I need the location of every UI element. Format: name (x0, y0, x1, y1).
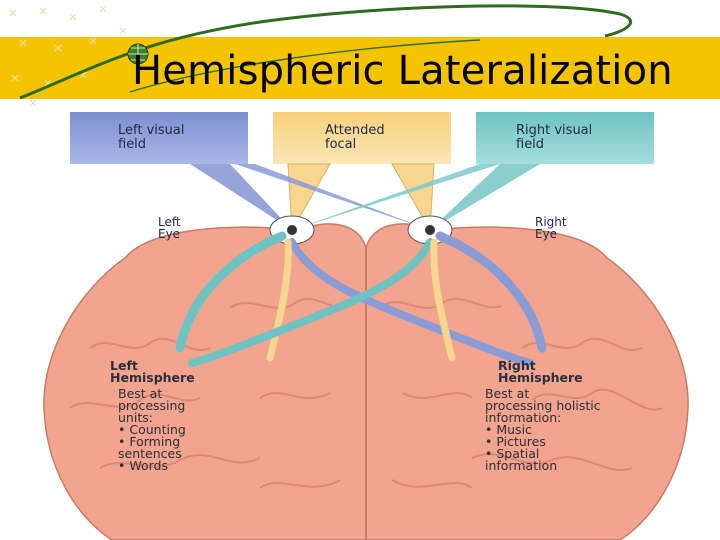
right-field-label-1: Right visual (516, 123, 592, 138)
left-ray-right-eye (235, 164, 430, 230)
globe-icon (127, 43, 149, 65)
right-visual-field-box (476, 112, 654, 164)
decorative-corner-pattern (9, 5, 127, 107)
right-hemisphere-intro-2: processing holistic (485, 398, 601, 413)
right-field-label-2: field (516, 137, 544, 152)
optic-pathways (175, 231, 547, 367)
left-field-label-2: field (118, 137, 146, 152)
center-field-label-2: focal (325, 137, 356, 152)
attended-focal-box (273, 112, 451, 164)
left-hemisphere-intro-1: Best at (118, 386, 162, 401)
right-hemisphere-text: Right Hemisphere Best at processing holi… (485, 358, 601, 473)
left-visual-field-box (70, 112, 248, 164)
right-ray-left-eye (292, 164, 500, 230)
right-hemisphere-item-1: • Music (485, 422, 532, 437)
hemispheric-diagram: Left visual field Attended focal Right v… (43, 112, 689, 540)
left-ray-left-eye (190, 164, 292, 230)
left-hemisphere-item-4: • Words (118, 458, 168, 473)
left-hemisphere-heading-2: Hemisphere (110, 370, 195, 385)
left-hemisphere-item-1: • Counting (118, 422, 186, 437)
left-hemisphere-text: Left Hemisphere Best at processing units… (110, 358, 195, 473)
right-hemisphere-heading-1: Right (498, 358, 536, 373)
left-hemisphere-heading-1: Left (110, 358, 138, 373)
left-eye-label-1: Left (158, 215, 181, 229)
left-hemisphere-intro-3: units: (118, 410, 153, 425)
left-hemisphere-item-2: • Forming (118, 434, 180, 449)
right-eye-label-2: Eye (535, 227, 557, 241)
right-eye-label-1: Right (535, 215, 567, 229)
center-ray-right (391, 163, 435, 232)
left-hemisphere-intro-2: processing (118, 398, 185, 413)
right-hemisphere-heading-2: Hemisphere (498, 370, 583, 385)
right-hemisphere-intro-1: Best at (485, 386, 529, 401)
right-hemisphere-item-3: • Spatial (485, 446, 539, 461)
slide-title: Hemispheric Lateralization (132, 48, 673, 94)
left-field-label-1: Left visual (118, 123, 185, 138)
center-field-label-1: Attended (325, 123, 385, 138)
header-curve-line (19, 4, 633, 100)
brain-folds (69, 297, 663, 489)
title-band (0, 37, 720, 99)
right-ray-right-eye (430, 164, 540, 230)
left-hemisphere-item-3: sentences (118, 446, 182, 461)
right-hemisphere-item-2: • Pictures (485, 434, 546, 449)
right-hemisphere-item-4: information (485, 458, 557, 473)
right-hemisphere-intro-3: information: (485, 410, 561, 425)
left-eye-label-2: Eye (158, 227, 180, 241)
